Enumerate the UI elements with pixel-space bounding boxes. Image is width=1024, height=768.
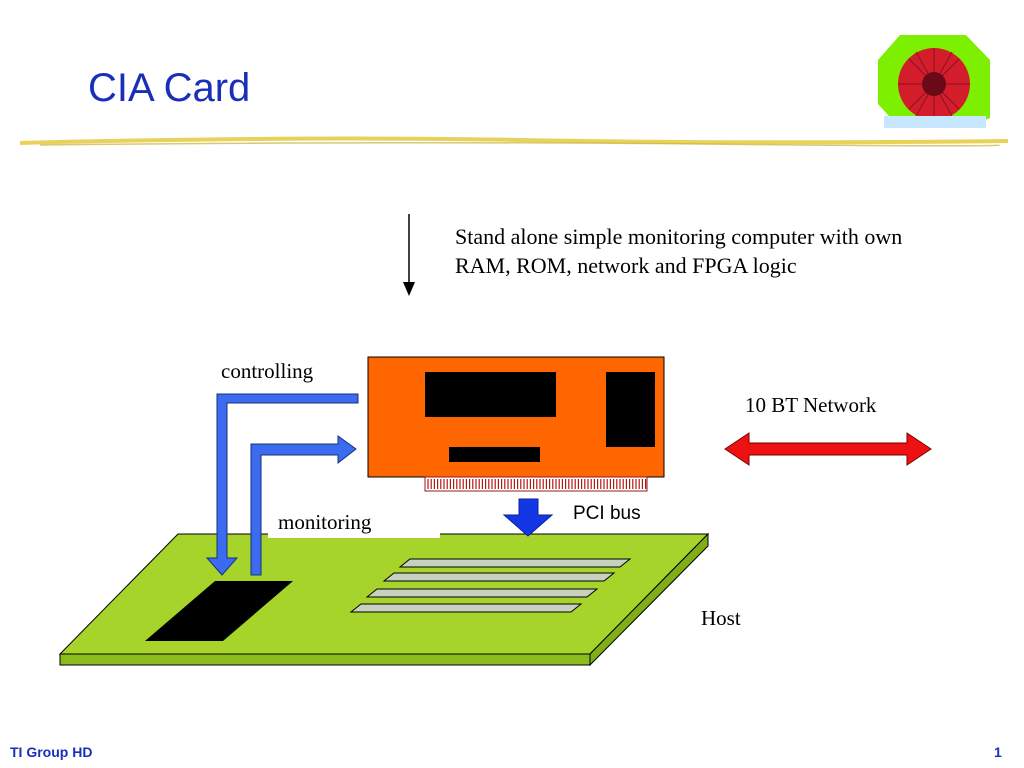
title-underline [19, 136, 1009, 147]
card-chip-right [606, 372, 655, 447]
pci-slot [365, 588, 599, 598]
pci-bus-arrow [502, 498, 554, 537]
down-arrow [403, 214, 415, 296]
controlling-label: controlling [221, 359, 314, 383]
card-description: Stand alone simple monitoring computer w… [455, 224, 903, 278]
monitoring-label: monitoring [278, 510, 372, 534]
monitoring-arrow [250, 435, 357, 576]
monitoring-label-bg [268, 506, 440, 538]
slide-title: CIA Card [88, 66, 251, 110]
network-arrow [724, 432, 932, 466]
pci-slot [382, 572, 616, 582]
card-chip-large [425, 372, 556, 417]
cia-card [367, 356, 665, 492]
pci-slots [349, 558, 632, 613]
page-number: 1 [994, 744, 1002, 760]
host-label: Host [701, 606, 741, 630]
footer-group-name: TI Group HD [10, 744, 93, 760]
card-chip-small [449, 447, 540, 462]
pci-bus-label: PCI bus [573, 503, 641, 524]
pci-slot [349, 603, 583, 613]
alice-logo [878, 35, 990, 128]
host-chip [145, 581, 293, 641]
network-label: 10 BT Network [745, 393, 877, 417]
controlling-arrow [205, 393, 359, 576]
host-board [58, 532, 710, 667]
pci-slot [398, 558, 632, 568]
